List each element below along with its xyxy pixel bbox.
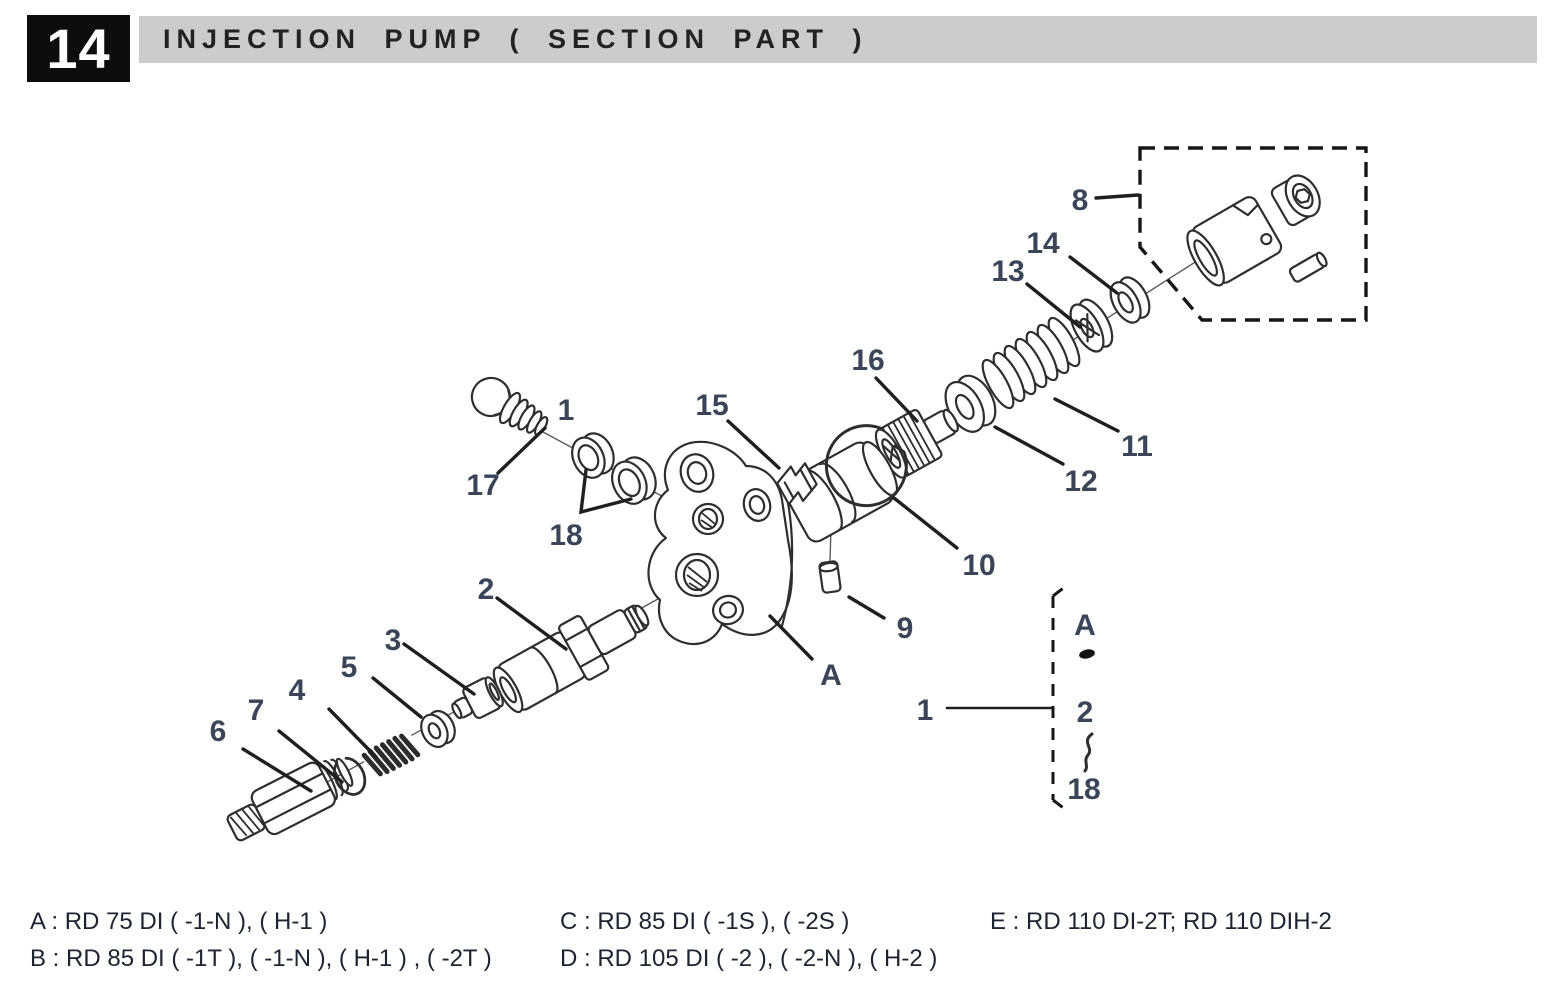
sealing-washers-18 <box>571 432 657 505</box>
callout-2: 2 <box>478 573 495 606</box>
callout-12: 12 <box>1064 465 1097 498</box>
callout-17: 17 <box>466 469 499 502</box>
pump-body-A <box>647 440 794 646</box>
circlip-10 <box>824 424 908 508</box>
callout-14: 14 <box>1026 227 1060 260</box>
control-sleeve-16 <box>874 408 959 479</box>
washer-5 <box>420 709 456 749</box>
bracket-bullet <box>1079 649 1095 659</box>
callout-3: 3 <box>385 624 402 657</box>
bracket-range-squiggle <box>1083 732 1094 773</box>
callout-7: 7 <box>248 694 265 727</box>
bracket-item-18: 18 <box>1067 773 1100 806</box>
callout-A: A <box>820 659 842 692</box>
callout-4: 4 <box>289 674 306 707</box>
callout-8: 8 <box>1072 184 1089 217</box>
callout-labels: 1 17 18 2 3 5 4 7 6 15 9 10 A 16 12 11 1… <box>210 184 1153 748</box>
spring-seat-13 <box>1069 298 1114 353</box>
bracket-callout-1: 1 <box>917 694 934 727</box>
plunger-15 <box>776 462 818 506</box>
tappet-detail-box <box>1138 146 1368 322</box>
bracket-item-2: 2 <box>1077 696 1094 729</box>
callout-16: 16 <box>851 344 884 377</box>
callout-10: 10 <box>962 549 995 582</box>
tappet-8 <box>1186 174 1328 287</box>
callout-18: 18 <box>549 519 582 552</box>
title-bar: INJECTION PUMP ( SECTION PART ) <box>139 16 1537 63</box>
chapter-number: 14 <box>46 17 111 80</box>
leader-lines <box>241 193 1140 793</box>
washer-12 <box>944 374 997 433</box>
callout-15: 15 <box>695 389 728 422</box>
reference-bracket: 1 A 2 18 <box>917 581 1101 815</box>
valve-spring-4 <box>360 730 422 780</box>
callout-6: 6 <box>210 715 227 748</box>
washer-14 <box>1109 276 1151 324</box>
callout-9: 9 <box>897 612 914 645</box>
page-title: INJECTION PUMP ( SECTION PART ) <box>163 24 868 54</box>
delivery-valve-holder-6 <box>226 757 354 842</box>
pin-9 <box>818 560 842 594</box>
delivery-valve-barrel-2 <box>492 604 650 714</box>
plunger-spring-11 <box>981 316 1081 410</box>
callout-11: 11 <box>1121 430 1153 463</box>
chapter-number-box: 14 <box>27 15 130 82</box>
bracket-item-A: A <box>1074 609 1096 642</box>
callout-1: 1 <box>558 394 575 427</box>
delivery-valve-3 <box>451 676 504 720</box>
callout-5: 5 <box>341 651 358 684</box>
callout-13: 13 <box>991 255 1024 288</box>
